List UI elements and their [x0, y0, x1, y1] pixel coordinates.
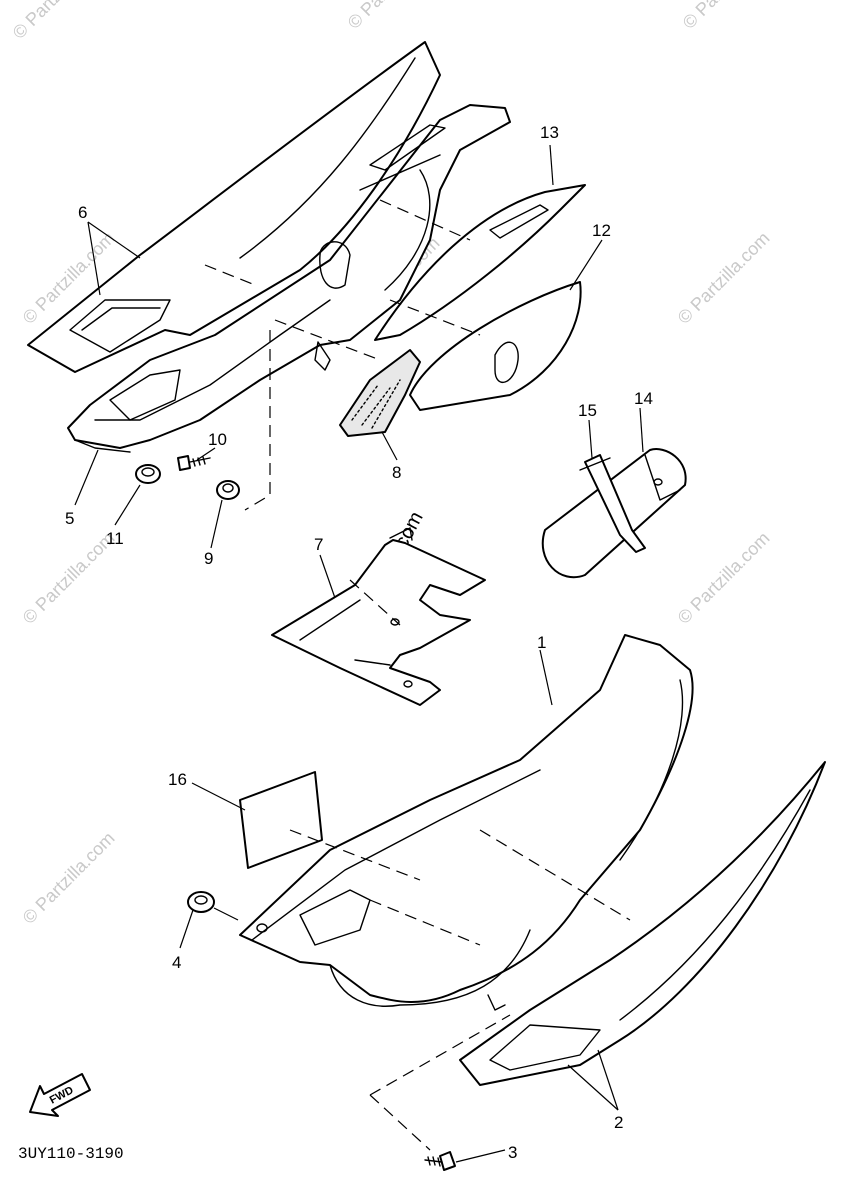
callout-4: 4 [172, 953, 181, 972]
part-6-side-cover-upper [27, 41, 441, 373]
diagram-code: 3UY110-3190 [18, 1145, 124, 1163]
watermark: © Partzilla.com [344, 0, 444, 33]
callout-6: 6 [78, 203, 87, 222]
part-15-strap [579, 454, 646, 553]
part-13-cover-plate [374, 184, 586, 341]
callout-3: 3 [508, 1143, 517, 1162]
watermark: © Partzilla.com [674, 228, 774, 328]
part-9-collar [216, 480, 240, 500]
part-3-screw [424, 1151, 456, 1171]
watermark: © Partzilla.com [19, 828, 119, 928]
callouts: 6 13 12 15 14 10 8 5 11 9 7 1 16 4 2 3 [65, 123, 653, 1162]
watermark: © Partzilla.com [674, 528, 774, 628]
part-2-side-cover-lower [459, 761, 826, 1086]
watermark: © Partzilla.com [19, 528, 119, 628]
part-5-rail-cover [67, 104, 511, 453]
leader-lines [74, 144, 644, 1163]
part-8-pad [339, 349, 421, 437]
callout-9: 9 [204, 549, 213, 568]
part-16-label [239, 771, 323, 869]
callout-5: 5 [65, 509, 74, 528]
callout-16: 16 [168, 770, 187, 789]
callout-2: 2 [614, 1113, 623, 1132]
part-10-bolt [177, 455, 211, 471]
callout-11: 11 [106, 529, 124, 548]
callout-12: 12 [592, 221, 611, 240]
callout-13: 13 [540, 123, 559, 142]
part-11-grommet [135, 464, 161, 484]
callout-15: 15 [578, 401, 597, 420]
watermark: © Partzilla.com [9, 0, 109, 43]
part-4-grommet [187, 891, 215, 913]
watermark: © Partzilla.com [679, 0, 779, 33]
part-1-main-side-cover [239, 634, 694, 1011]
part-7-bracket [271, 527, 486, 706]
callout-7: 7 [314, 535, 323, 554]
callout-1: 1 [537, 633, 546, 652]
part-12-side-panel [409, 281, 582, 411]
callout-14: 14 [634, 389, 653, 408]
callout-8: 8 [392, 463, 401, 482]
assembly-lines [204, 199, 631, 1151]
callout-10: 10 [208, 430, 227, 449]
fwd-arrow-icon: FWD [29, 1073, 91, 1117]
